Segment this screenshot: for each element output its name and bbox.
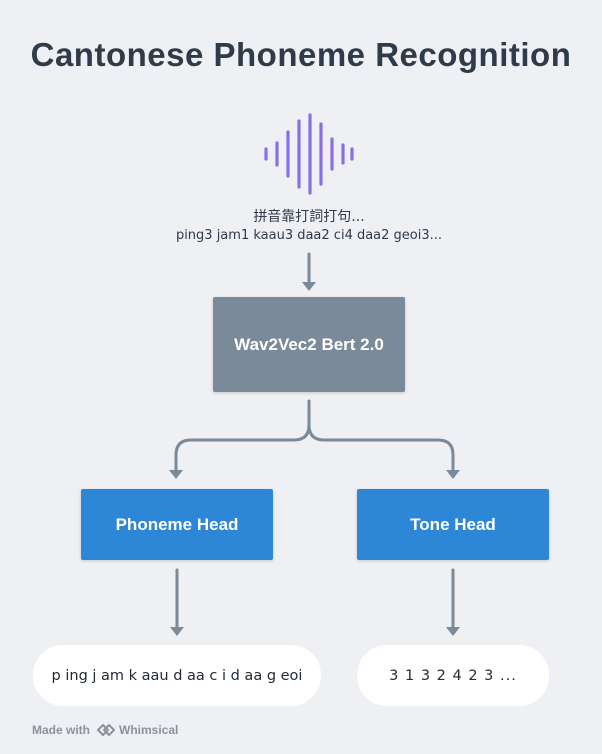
tone-head-label: Tone Head [410,514,496,534]
tone-head-box: Tone Head [357,489,549,560]
footer-attribution: Made with Whimsical [32,721,178,739]
phoneme-head-label: Phoneme Head [115,514,239,534]
tone-output: 3 1 3 2 4 2 3 ... [357,645,549,706]
made-with-label: Made with [32,723,91,737]
sound-wave-icon [264,113,354,195]
arrow-head-phoneme-output [170,627,184,636]
arrow-head-left-branch [169,470,183,479]
arrow-head-input [302,282,316,291]
page-title: Cantonese Phoneme Recognition [30,36,572,73]
phoneme-head-box: Phoneme Head [81,489,273,560]
whimsical-brand-label: Whimsical [119,723,179,737]
model-label: Wav2Vec2 Bert 2.0 [234,334,384,354]
whimsical-logo-icon [97,724,116,736]
input-chinese-text: 拼音靠打詞打句... [253,209,365,225]
phoneme-output: p ing j am k aau d aa c i d aa g eoi [33,645,321,706]
arrow-head-tone-output [446,627,460,636]
input-jyutping-text: ping3 jam1 kaau3 daa2 ci4 daa2 geoi3... [175,228,443,243]
arrow-head-right-branch [446,470,460,479]
wav2vec2-bert-model-box: Wav2Vec2 Bert 2.0 [213,297,405,392]
